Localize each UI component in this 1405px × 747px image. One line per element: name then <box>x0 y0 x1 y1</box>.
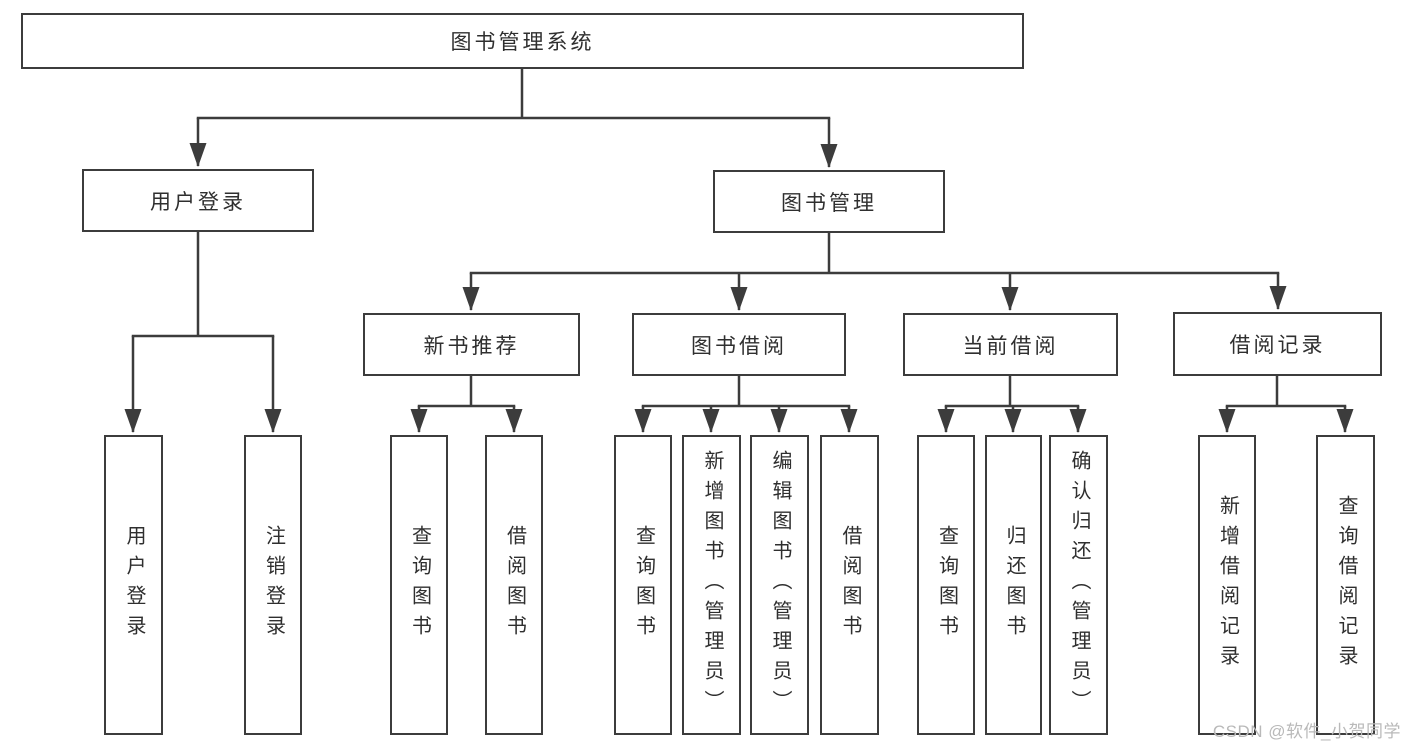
node-borrowing-records: 借阅记录 <box>1173 312 1382 376</box>
tree-connectors <box>124 67 1354 433</box>
node-label: 确认归还（管理员） <box>1068 450 1090 720</box>
node-label: 用户登录 <box>123 525 145 645</box>
node-label: 查询借阅记录 <box>1335 495 1357 675</box>
node-label: 借阅图书 <box>503 525 526 645</box>
node-label: 注销登录 <box>262 525 285 645</box>
node-label: 当前借阅 <box>962 334 1059 358</box>
node-label: 借阅记录 <box>1229 334 1326 357</box>
leaf-return-book: 归还图书 <box>985 435 1042 735</box>
leaf-add-book-admin: 新增图书（管理员） <box>682 435 741 735</box>
node-book-borrowing: 图书借阅 <box>632 313 846 376</box>
leaf-add-borrow-record: 新增借阅记录 <box>1198 435 1256 735</box>
node-label: 借阅图书 <box>839 525 861 645</box>
node-label: 编辑图书（管理员） <box>769 450 791 720</box>
node-label: 查询图书 <box>408 525 431 645</box>
node-label: 新书推荐 <box>423 334 520 358</box>
node-label: 归还图书 <box>1003 525 1025 645</box>
leaf-query-books-recommend: 查询图书 <box>390 435 448 735</box>
node-root: 图书管理系统 <box>21 13 1024 69</box>
leaf-user-login: 用户登录 <box>104 435 163 735</box>
node-label: 新增借阅记录 <box>1216 495 1239 675</box>
leaf-query-borrow-record: 查询借阅记录 <box>1316 435 1375 735</box>
watermark: CSDN @软件_小贺同学 <box>1212 722 1401 741</box>
leaf-borrow-books: 借阅图书 <box>820 435 879 735</box>
node-new-book-recommend: 新书推荐 <box>363 313 580 376</box>
node-label: 图书借阅 <box>691 334 787 358</box>
node-user-login: 用户登录 <box>82 169 314 232</box>
leaf-query-books-borrowing: 查询图书 <box>614 435 672 735</box>
leaf-edit-book-admin: 编辑图书（管理员） <box>750 435 809 735</box>
node-label: 新增图书（管理员） <box>701 450 723 720</box>
node-book-management: 图书管理 <box>713 170 945 233</box>
leaf-logout: 注销登录 <box>244 435 302 735</box>
node-label: 用户登录 <box>150 190 246 214</box>
leaf-query-books-current: 查询图书 <box>917 435 975 735</box>
node-label: 查询图书 <box>632 525 655 645</box>
node-label: 查询图书 <box>935 525 958 645</box>
node-label: 图书管理系统 <box>450 31 595 54</box>
node-label: 图书管理 <box>781 191 877 215</box>
leaf-borrow-books-recommend: 借阅图书 <box>485 435 543 735</box>
node-current-borrowing: 当前借阅 <box>903 313 1118 376</box>
leaf-confirm-return-admin: 确认归还（管理员） <box>1049 435 1108 735</box>
